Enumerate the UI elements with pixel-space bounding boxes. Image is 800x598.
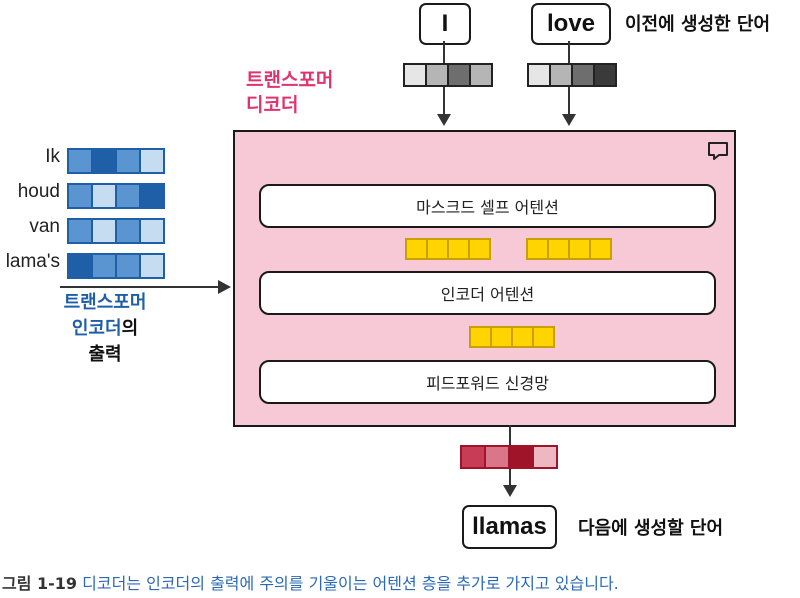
vector-cell [549, 240, 570, 258]
embedding-cell [471, 65, 491, 85]
next-word-label: 다음에 생성할 단어 [578, 518, 724, 539]
decoder-out-connector [509, 425, 511, 445]
encoder-vector-houd [67, 183, 165, 209]
decoder-block: 마스크드 셀프 어텐션 인코더 어텐션 피드포워드 신경망 [233, 130, 736, 427]
vector-cell [93, 220, 117, 242]
output-vector [460, 445, 558, 469]
caption-text: 디코더는 인코더의 출력에 주의를 기울이는 어텐션 층을 추가로 가지고 있습… [77, 574, 619, 593]
embedding-cell [573, 65, 595, 85]
embedding-cell [427, 65, 449, 85]
encoder-output-line1: 트랜스포머 [63, 292, 147, 313]
encoder-word-ik: Ik [45, 146, 60, 167]
input-token-i: I [419, 3, 471, 45]
decoder-title-line2: 디코더 [246, 94, 299, 116]
encoder-output-line3: 출력 [88, 344, 122, 365]
vector-cell [117, 150, 141, 172]
vector-cell [141, 220, 163, 242]
vector-cell [93, 255, 117, 277]
encoder-word-lamas: lama's [5, 251, 60, 272]
embedding-cell [551, 65, 573, 85]
vector-cell [117, 255, 141, 277]
embedding-love [527, 63, 617, 87]
encoder-attention-label: 인코더 어텐션 [440, 285, 535, 304]
output-arrow-line [509, 469, 511, 486]
output-token-llamas: llamas [462, 505, 557, 549]
vector-cell [69, 150, 93, 172]
connector-i [443, 41, 445, 63]
feedforward-label: 피드포워드 신경망 [426, 374, 549, 393]
embedding-cell [405, 65, 427, 85]
vector-cell [93, 150, 117, 172]
previous-words-label: 이전에 생성한 단어 [625, 14, 771, 35]
encoder-output-line2: 인코더의 [40, 316, 170, 342]
encoder-output-line2-rest: 의 [121, 318, 139, 339]
speech-bubble-icon [708, 142, 728, 160]
vector-cell [486, 447, 510, 467]
input-token-i-label: I [441, 10, 449, 37]
encoder-word-houd: houd [17, 181, 60, 202]
figure-caption: 그림 1-19 디코더는 인코더의 출력에 주의를 기울이는 어텐션 층을 추가… [2, 570, 619, 594]
input-token-love: love [531, 3, 611, 45]
encoder-arrow-head [218, 280, 231, 294]
encoder-word-van: van [29, 216, 60, 237]
vector-cell [428, 240, 449, 258]
vector-cell [462, 447, 486, 467]
vector-cell [492, 328, 513, 346]
vector-cell [534, 328, 553, 346]
vector-cell [93, 185, 117, 207]
input-token-love-label: love [546, 10, 596, 37]
caption-prefix: 그림 1-19 [2, 574, 78, 593]
vector-cell [591, 240, 610, 258]
arrow-i-line [443, 87, 445, 115]
output-token-label: llamas [472, 513, 547, 540]
encoder-output-line2-colored: 인코더 [71, 318, 122, 339]
embedding-i [403, 63, 493, 87]
embedding-cell [595, 65, 615, 85]
embedding-cell [449, 65, 471, 85]
arrow-i-head [437, 114, 451, 126]
vector-cell [407, 240, 428, 258]
vector-cell [117, 185, 141, 207]
vector-cell [528, 240, 549, 258]
vector-cell [69, 255, 93, 277]
masked-self-attention-label: 마스크드 셀프 어텐션 [416, 198, 559, 217]
encoder-arrow-line [60, 286, 220, 288]
decoder-title: 트랜스포머 디코더 [246, 68, 333, 118]
encoder-output-label: 트랜스포머 인코더의 출력 [40, 290, 170, 368]
vector-cell [471, 328, 492, 346]
encoder-vector-ik [67, 148, 165, 174]
vector-cell [69, 220, 93, 242]
feedforward-layer: 피드포워드 신경망 [259, 360, 716, 404]
vector-cell [141, 150, 163, 172]
vector-cell [513, 328, 534, 346]
attention-vector-2 [526, 238, 612, 260]
encoder-attention-layer: 인코더 어텐션 [259, 271, 716, 315]
vector-cell [470, 240, 489, 258]
output-arrow-head [503, 485, 517, 497]
masked-self-attention-layer: 마스크드 셀프 어텐션 [259, 184, 716, 228]
vector-cell [510, 447, 534, 467]
vector-cell [141, 185, 163, 207]
arrow-love-line [568, 87, 570, 115]
decoder-title-line1: 트랜스포머 [246, 69, 334, 91]
connector-love [568, 41, 570, 63]
vector-cell [534, 447, 556, 467]
encoder-vector-lamas [67, 253, 165, 279]
embedding-cell [529, 65, 551, 85]
vector-cell [570, 240, 591, 258]
arrow-love-head [562, 114, 576, 126]
attention-vector-1 [405, 238, 491, 260]
vector-cell [449, 240, 470, 258]
vector-cell [69, 185, 93, 207]
attention-vector-3 [469, 326, 555, 348]
vector-cell [141, 255, 163, 277]
vector-cell [117, 220, 141, 242]
encoder-vector-van [67, 218, 165, 244]
